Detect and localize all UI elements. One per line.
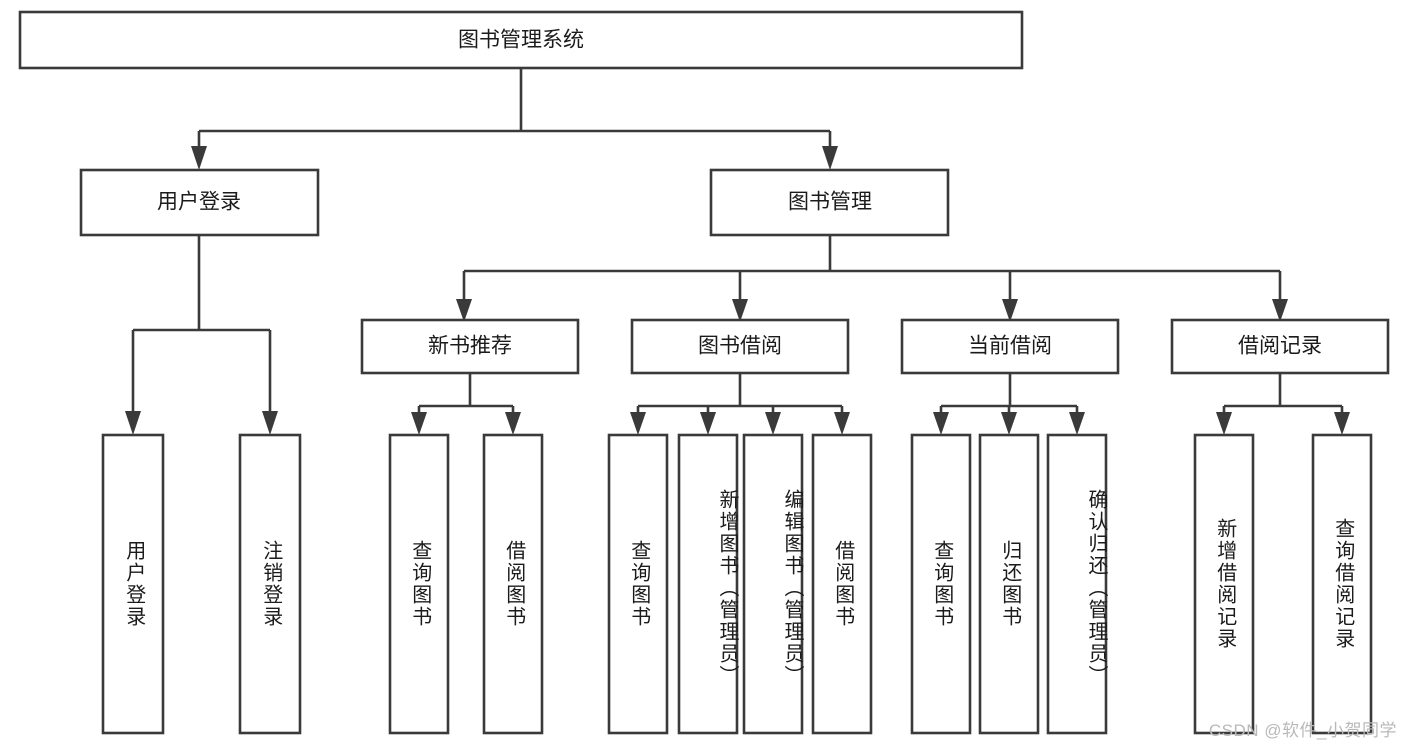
node-leaf-borrow-book-1-box[interactable]	[482, 433, 544, 735]
node-borrow-record-label: 借阅记录	[1238, 335, 1322, 358]
arrow-to-leaf-query-record	[1334, 412, 1350, 435]
arrow-to-new-book-recommend	[456, 299, 472, 322]
leaf-box-layer	[101, 433, 1373, 735]
node-leaf-borrow-book-2-box[interactable]	[811, 433, 873, 735]
arrow-to-leaf-logout-login	[262, 411, 278, 435]
arrow-to-user-login	[191, 146, 207, 170]
node-leaf-return-book-box[interactable]	[978, 433, 1040, 735]
arrow-to-leaf-user-login	[125, 411, 141, 435]
node-leaf-query-book-1-box[interactable]	[388, 433, 450, 735]
node-leaf-query-record-box[interactable]	[1311, 433, 1373, 735]
node-root-box	[18, 10, 1024, 70]
arrow-to-leaf-return-book	[1001, 412, 1017, 435]
arrow-to-current-borrow	[1002, 299, 1018, 322]
node-new-book-recommend-box	[360, 318, 580, 375]
arrow-to-leaf-edit-book	[765, 412, 781, 435]
csdn-watermark: CSDN @软件_小贺同学	[1208, 721, 1397, 740]
arrow-to-leaf-confirm-return	[1069, 412, 1085, 435]
node-book-borrow[interactable]: 图书借阅	[630, 318, 850, 375]
node-book-borrow-box	[630, 318, 850, 375]
connector-layer	[125, 68, 1350, 435]
arrow-to-leaf-add-record	[1216, 412, 1232, 435]
node-user-login[interactable]: 用户登录	[79, 168, 320, 237]
arrow-to-leaf-borrow-book-1	[505, 412, 521, 435]
arrow-to-leaf-query-book-3	[933, 412, 949, 435]
node-book-management-box	[709, 168, 950, 237]
node-leaf-query-book-2-box[interactable]	[607, 433, 669, 735]
node-book-management-label: 图书管理	[788, 191, 872, 214]
node-leaf-add-record-box[interactable]	[1193, 433, 1255, 735]
node-user-login-label: 用户登录	[157, 191, 241, 214]
node-current-borrow-label: 当前借阅	[968, 335, 1052, 358]
arrow-to-borrow-record	[1272, 299, 1288, 322]
node-current-borrow-box	[900, 318, 1120, 375]
node-leaf-edit-book-box[interactable]	[742, 433, 804, 735]
node-user-login-box	[79, 168, 320, 237]
node-leaf-add-book-box[interactable]	[677, 433, 739, 735]
node-new-book-recommend[interactable]: 新书推荐	[360, 318, 580, 375]
node-book-management[interactable]: 图书管理	[709, 168, 950, 237]
node-leaf-confirm-return-box[interactable]	[1046, 433, 1108, 735]
arrow-to-book-management	[822, 146, 838, 170]
node-root-label: 图书管理系统	[458, 29, 584, 52]
node-leaf-logout-login-box[interactable]	[238, 433, 302, 735]
node-new-book-recommend-label: 新书推荐	[428, 335, 512, 358]
arrow-to-leaf-query-book-2	[630, 412, 646, 435]
node-root[interactable]: 图书管理系统	[18, 10, 1024, 70]
node-current-borrow[interactable]: 当前借阅	[900, 318, 1120, 375]
node-leaf-user-login-box[interactable]	[101, 433, 165, 735]
arrow-to-leaf-borrow-book-2	[834, 412, 850, 435]
node-book-borrow-label: 图书借阅	[698, 335, 782, 358]
arrow-to-leaf-query-book-1	[411, 412, 427, 435]
arrow-to-leaf-add-book	[700, 412, 716, 435]
arrow-to-book-borrow	[732, 299, 748, 322]
node-leaf-query-book-3-box[interactable]	[910, 433, 972, 735]
node-borrow-record[interactable]: 借阅记录	[1170, 318, 1390, 375]
node-borrow-record-box	[1170, 318, 1390, 375]
